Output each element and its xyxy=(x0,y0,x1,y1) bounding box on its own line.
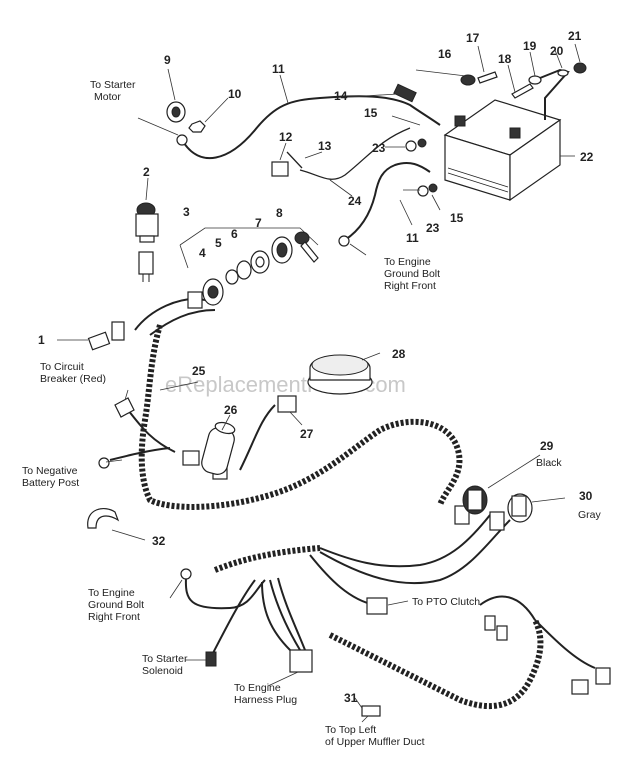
text-labels: To Starter Motor To Engine Ground Bolt R… xyxy=(22,79,602,748)
negative-ring-terminal[interactable] xyxy=(98,457,110,469)
label-starter-motor: To Starter Motor xyxy=(90,79,138,103)
leader-lines xyxy=(57,43,581,723)
switch-connector-1[interactable] xyxy=(87,331,111,351)
fuse-connector[interactable] xyxy=(277,395,297,413)
callout-17: 17 xyxy=(466,31,480,45)
battery-hold-down-rod[interactable] xyxy=(511,62,587,120)
callout-7: 7 xyxy=(255,216,262,230)
callout-5: 5 xyxy=(215,236,222,250)
callout-13: 13 xyxy=(318,139,332,153)
starter-nut[interactable] xyxy=(188,120,206,133)
label-pto-clutch: To PTO Clutch xyxy=(412,596,480,608)
callout-6: 6 xyxy=(231,227,238,241)
callout-30: 30 xyxy=(579,489,593,503)
callout-3: 3 xyxy=(183,205,190,219)
callout-18: 18 xyxy=(498,52,512,66)
label-engine-ground-upper: To Engine Ground Bolt Right Front xyxy=(384,256,443,292)
label-muffler-duct: To Top Left of Upper Muffler Duct xyxy=(325,724,425,748)
label-negative-post: To Negative Battery Post xyxy=(22,465,80,489)
callout-32: 32 xyxy=(152,534,166,548)
label-circuit-breaker: To Circuit Breaker (Red) xyxy=(40,361,106,385)
callout-27: 27 xyxy=(300,427,314,441)
gray-switch[interactable] xyxy=(507,493,533,523)
harness-clip[interactable] xyxy=(361,705,381,717)
starter-cable[interactable] xyxy=(181,95,441,159)
callout-16: 16 xyxy=(438,47,452,61)
callout-14: 14 xyxy=(334,89,348,103)
ground-cable[interactable] xyxy=(344,162,431,241)
callout-15-upper: 15 xyxy=(364,106,378,120)
callout-4: 4 xyxy=(199,246,206,260)
label-gray: Gray xyxy=(578,509,602,521)
ground-ring-terminal xyxy=(338,235,350,247)
callout-numbers: 1 2 3 4 5 6 7 8 9 10 11 11 12 13 14 15 1… xyxy=(38,29,594,705)
battery[interactable] xyxy=(443,99,562,202)
callout-10: 10 xyxy=(228,87,242,101)
label-engine-harness-plug: To Engine Harness Plug xyxy=(234,682,297,706)
callout-22: 22 xyxy=(580,150,594,164)
lower-wire-harness[interactable] xyxy=(184,505,611,710)
nut[interactable] xyxy=(417,185,429,197)
pto-clutch-connector[interactable] xyxy=(366,597,388,615)
callout-11-lower: 11 xyxy=(406,231,419,245)
label-black: Black xyxy=(536,457,562,469)
jumper-wire[interactable] xyxy=(299,127,411,180)
callout-28: 28 xyxy=(392,347,406,361)
callout-25: 25 xyxy=(192,364,206,378)
callout-23-upper: 23 xyxy=(372,141,386,155)
callout-15-lower: 15 xyxy=(450,211,464,225)
callout-1: 1 xyxy=(38,333,45,347)
engine-harness-plug[interactable] xyxy=(289,649,313,673)
washer[interactable] xyxy=(236,260,252,280)
key[interactable] xyxy=(294,231,319,263)
connector[interactable] xyxy=(111,321,125,341)
callout-9: 9 xyxy=(164,53,171,67)
cable-boot xyxy=(393,83,417,103)
lock-washer[interactable] xyxy=(225,269,239,285)
callout-11-upper: 11 xyxy=(272,62,285,76)
ground-ring-terminal-lower[interactable] xyxy=(180,568,192,580)
label-engine-ground-lower: To Engine Ground Bolt Right Front xyxy=(88,587,147,623)
callout-20: 20 xyxy=(550,44,564,58)
black-switch[interactable] xyxy=(462,485,488,515)
callout-31: 31 xyxy=(344,691,358,705)
callout-12: 12 xyxy=(279,130,293,144)
callout-19: 19 xyxy=(523,39,537,53)
callout-29: 29 xyxy=(540,439,554,453)
connector[interactable] xyxy=(187,291,203,309)
callout-26: 26 xyxy=(224,403,238,417)
callout-21: 21 xyxy=(568,29,582,43)
starter-solenoid-terminal[interactable] xyxy=(205,651,217,667)
callout-23-lower: 23 xyxy=(426,221,440,235)
ignition-switch[interactable] xyxy=(202,278,224,306)
breaker-terminal[interactable] xyxy=(114,397,135,418)
callout-2: 2 xyxy=(143,165,150,179)
fuse-lead xyxy=(239,404,276,471)
switch-connector[interactable] xyxy=(138,251,154,282)
fuse-holder[interactable] xyxy=(199,421,236,477)
label-starter-solenoid: To Starter Solenoid xyxy=(142,653,190,677)
screw[interactable] xyxy=(286,151,303,169)
starter-ring-terminal xyxy=(176,134,188,146)
callout-24: 24 xyxy=(348,194,362,208)
cable-clip[interactable] xyxy=(87,508,120,529)
junction-terminal[interactable] xyxy=(271,161,289,177)
interlock-switch[interactable] xyxy=(135,202,159,243)
nut[interactable] xyxy=(405,140,417,152)
callout-8: 8 xyxy=(276,206,283,220)
battery-bolt-hardware[interactable] xyxy=(460,71,498,86)
module[interactable] xyxy=(307,354,373,395)
